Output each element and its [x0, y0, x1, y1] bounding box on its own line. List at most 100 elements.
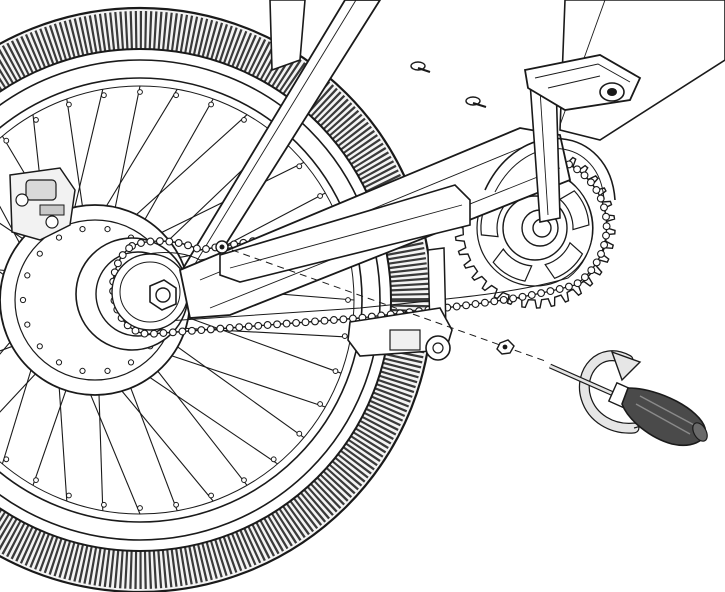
chainring-cutout	[544, 241, 584, 280]
chain-link	[118, 251, 127, 260]
screwdriver-icon	[548, 363, 708, 446]
chain-link	[573, 279, 582, 288]
chain-guard	[215, 137, 616, 283]
pedal	[523, 54, 642, 111]
spoke-nipple	[173, 92, 180, 99]
chainring-cutout	[558, 190, 590, 231]
chain-link	[587, 266, 596, 275]
chain-link	[573, 165, 582, 174]
chain-link	[235, 323, 244, 332]
spoke-nipple	[296, 163, 303, 170]
spoke-nipple	[137, 505, 143, 511]
hub-hole	[79, 367, 86, 374]
chain-link	[168, 328, 177, 337]
chain-link	[178, 327, 187, 336]
chain-link	[113, 259, 122, 268]
chain-link	[339, 315, 348, 324]
hub-hole	[24, 321, 31, 328]
spoke-nipple	[341, 333, 348, 340]
spoke-nipple	[66, 492, 72, 499]
spoke-nipple	[270, 456, 277, 463]
chain-link	[320, 316, 329, 325]
chain-link	[282, 319, 291, 328]
chain-link	[216, 324, 225, 333]
chain-link	[292, 318, 301, 327]
chain-link	[150, 329, 158, 338]
spoke-nipple	[66, 101, 72, 108]
spoke	[146, 346, 326, 408]
spoke	[126, 361, 278, 465]
chain-link	[452, 302, 461, 311]
hub-hole	[79, 226, 86, 233]
spoke-nipple	[241, 117, 247, 123]
chain-link	[600, 240, 609, 249]
chain-link	[301, 318, 310, 327]
spoke-nipple	[208, 492, 215, 499]
hub-hole	[104, 226, 111, 233]
chain-link	[597, 249, 605, 258]
hub-hole	[24, 272, 31, 279]
screw	[496, 339, 515, 355]
chain-link	[146, 237, 155, 246]
spoke-nipple	[332, 368, 339, 375]
chain-link	[184, 241, 192, 250]
chain-link	[140, 329, 149, 338]
chain-link	[586, 178, 595, 187]
chain-link	[206, 325, 215, 334]
spoke-nipple	[33, 117, 39, 123]
chain-link	[174, 239, 183, 247]
tire-tread	[0, 11, 429, 589]
chain-link	[225, 323, 234, 332]
spoke-nipple	[208, 101, 215, 108]
chain-link	[518, 292, 527, 301]
chain-link	[592, 186, 601, 194]
chain-link	[592, 258, 601, 267]
chain-link	[125, 244, 134, 253]
spoke-nipple	[345, 297, 351, 303]
axle-nut	[149, 279, 177, 311]
chain-link	[329, 316, 338, 324]
spoke-nipple	[317, 401, 324, 407]
chain-link	[137, 239, 145, 247]
hub-hole	[55, 234, 63, 241]
hub-hole	[19, 296, 27, 304]
hub-hole	[104, 367, 111, 374]
disc-brake-caliper	[9, 167, 76, 241]
assembly-guide-line	[231, 249, 549, 363]
hub-hole	[36, 250, 43, 257]
chain-link	[564, 282, 573, 291]
spoke-nipple	[3, 456, 10, 463]
chain-link	[187, 326, 196, 335]
chain-link	[580, 171, 589, 180]
spoke	[164, 308, 342, 374]
spoke-nipple	[241, 477, 247, 484]
spoke-nipple	[173, 501, 180, 508]
spoke	[156, 331, 305, 439]
chain-link	[462, 301, 471, 310]
chain-link	[602, 231, 610, 240]
chain-link	[273, 320, 282, 329]
hub-hole	[127, 359, 135, 366]
screw	[465, 96, 487, 109]
spoke	[141, 351, 248, 486]
chain-link	[602, 212, 610, 221]
spoke-nipple	[101, 92, 107, 99]
chain-link	[490, 297, 499, 306]
chain-link	[254, 321, 263, 330]
chain-link	[600, 203, 608, 212]
chain-link	[527, 291, 536, 299]
spoke	[137, 161, 305, 245]
spoke-nipple	[317, 193, 324, 199]
chain-link	[197, 326, 206, 335]
chain-link	[263, 321, 272, 329]
chain-link	[159, 329, 168, 337]
spoke-nipple	[33, 477, 39, 484]
spoke-nipple	[296, 430, 303, 437]
spoke	[121, 364, 178, 511]
screw	[410, 61, 431, 74]
kickstand	[347, 247, 453, 361]
chain-link	[471, 300, 480, 308]
chain-link	[580, 273, 589, 282]
chain-link	[555, 285, 564, 293]
chain-link	[155, 237, 164, 246]
